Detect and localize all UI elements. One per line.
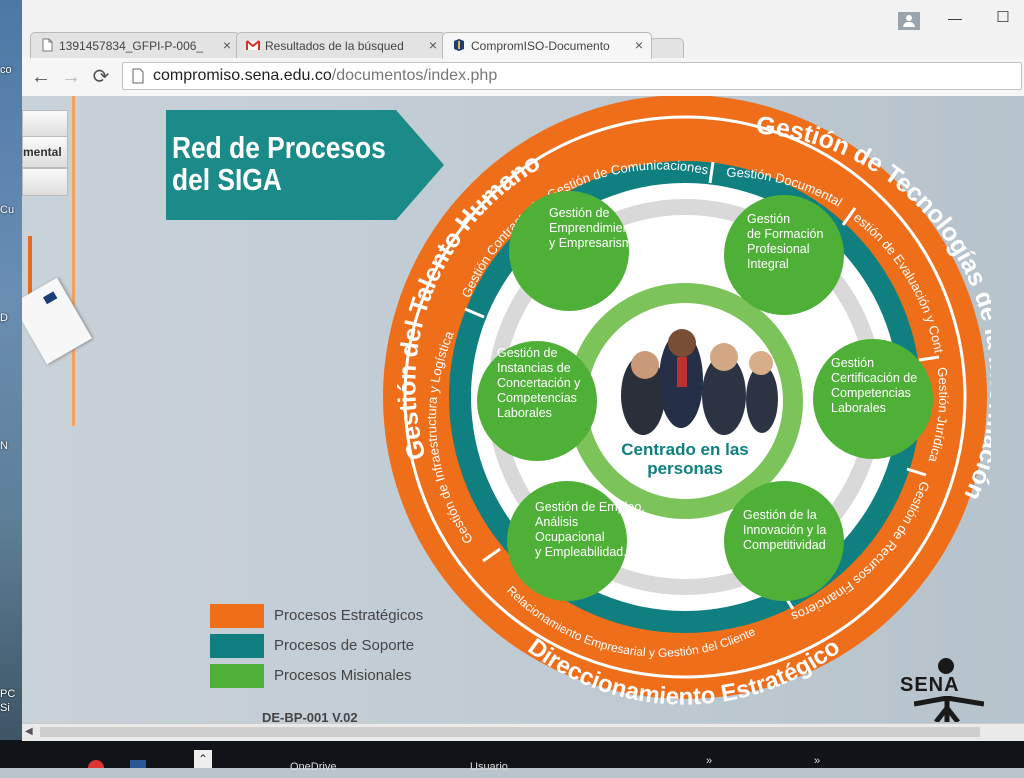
- profile-icon[interactable]: [898, 12, 920, 30]
- horizontal-scrollbar[interactable]: ◀: [22, 723, 1024, 741]
- maximize-button[interactable]: ☐: [996, 9, 1010, 26]
- legend-swatch: [210, 604, 264, 628]
- tab-gmail[interactable]: Resultados de la búsqued ×: [236, 32, 446, 59]
- tab-compromiso[interactable]: CompromISO-Documento ×: [442, 32, 652, 59]
- taskbar: ⌃ OneDrive Usuario » »: [0, 740, 1024, 773]
- left-panel: mental: [22, 96, 72, 216]
- legend-swatch: [210, 634, 264, 658]
- page-icon: [132, 68, 144, 84]
- title-bar: — ☐: [22, 0, 1024, 32]
- chrome-taskbar-icon[interactable]: [88, 760, 104, 768]
- scroll-left-arrow-icon[interactable]: ◀: [25, 726, 33, 737]
- minimize-button[interactable]: —: [948, 10, 962, 26]
- left-panel-button[interactable]: mental: [22, 136, 68, 168]
- url-text: compromiso.sena.edu.co/documentos/index.…: [153, 67, 498, 84]
- outer-ring-divider: [403, 115, 967, 679]
- desktop-background: co Cu D N PC Si: [0, 0, 22, 740]
- legend-label: Procesos Misionales: [274, 667, 412, 684]
- chevron-up-icon[interactable]: ⌃: [194, 750, 212, 768]
- overflow-chevron-icon[interactable]: »: [706, 755, 713, 767]
- tab-title: 1391457834_GFPI-P-006_: [59, 39, 204, 53]
- desktop-icon-label[interactable]: PC: [0, 688, 16, 700]
- banner-title: Red de Procesos del SIGA: [172, 130, 386, 197]
- left-panel-button[interactable]: [22, 168, 68, 196]
- center-label: Centrado en las: [621, 440, 749, 459]
- close-icon[interactable]: ×: [634, 37, 643, 53]
- decorative-shape: [28, 236, 32, 296]
- legend-label: Procesos de Soporte: [274, 637, 415, 654]
- taskbar-item-user[interactable]: Usuario: [470, 761, 508, 773]
- mission-circles: [477, 191, 933, 601]
- legend-label: Procesos Estratégicos: [274, 607, 424, 624]
- process-network-diagram: Gestión del Talento Humano Gestión de Te…: [379, 96, 991, 705]
- address-bar[interactable]: compromiso.sena.edu.co/documentos/index.…: [122, 62, 1022, 90]
- close-icon[interactable]: ×: [428, 37, 437, 53]
- desktop-icon-label[interactable]: Cu: [0, 204, 15, 216]
- forward-button[interactable]: →: [61, 66, 81, 88]
- tab-document[interactable]: 1391457834_GFPI-P-006_ ×: [30, 32, 240, 59]
- left-panel-button[interactable]: [22, 110, 68, 138]
- desktop-icon-label[interactable]: Si: [0, 702, 10, 714]
- document-code: DE-BP-001 V.02: [262, 710, 358, 723]
- word-taskbar-icon[interactable]: [130, 760, 146, 768]
- desktop-icon-label[interactable]: D: [0, 312, 8, 324]
- orange-divider: [72, 96, 75, 426]
- desktop-icon-label[interactable]: co: [0, 64, 12, 76]
- document-icon: [42, 38, 53, 52]
- sena-logo: SENA: [900, 652, 994, 722]
- compromiso-icon: [454, 39, 464, 51]
- tab-title: Resultados de la búsqued: [265, 39, 404, 53]
- back-button[interactable]: ←: [31, 66, 51, 88]
- decorative-card-image: [22, 277, 93, 365]
- toolbar: ← → ⟳ compromiso.sena.edu.co/documentos/…: [22, 58, 1024, 97]
- page-content: mental Red de Procesos del SIGA: [22, 96, 1024, 723]
- people-photo: [621, 329, 778, 435]
- overflow-chevron-icon[interactable]: »: [814, 755, 821, 767]
- desktop-icon-label[interactable]: N: [0, 440, 8, 452]
- teal-ring-dividers: [464, 161, 940, 610]
- close-icon[interactable]: ×: [222, 37, 231, 53]
- legend-swatch: [210, 664, 264, 688]
- reload-button[interactable]: ⟳: [92, 66, 110, 88]
- new-tab-button[interactable]: [650, 38, 684, 58]
- taskbar-item-onedrive[interactable]: OneDrive: [290, 761, 337, 773]
- gmail-icon: [246, 40, 260, 50]
- browser-window: — ☐ 1391457834_GFPI-P-006_ × Resultados …: [22, 0, 1024, 741]
- tab-title: CompromISO-Documento: [471, 39, 610, 53]
- scrollbar-thumb[interactable]: [40, 727, 980, 737]
- center-label: personas: [647, 459, 723, 478]
- banner-arrow: [166, 110, 444, 220]
